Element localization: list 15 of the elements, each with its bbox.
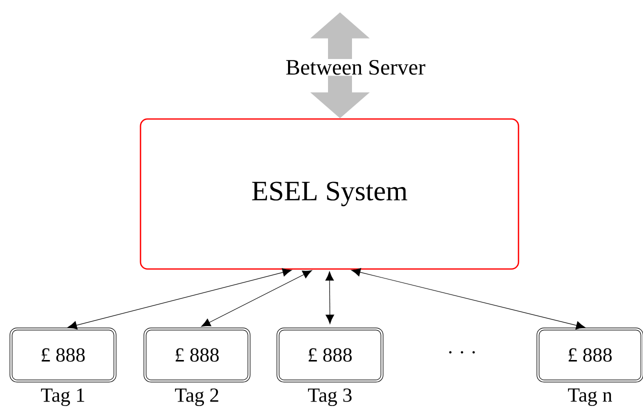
tag-label: Tag n: [568, 388, 612, 406]
edge-label: Between Server: [284, 58, 426, 76]
arrow: [201, 270, 312, 327]
price-tag-box: £ 888: [10, 328, 116, 382]
price-tag-box: £ 888: [536, 328, 643, 382]
arrow: [68, 268, 292, 330]
arrow: [351, 268, 586, 330]
price-tag-box: £ 888: [144, 328, 250, 382]
tag-label: Tag 3: [308, 388, 352, 406]
ellipsis: · · ·: [449, 351, 475, 354]
system-box: ESEL System: [140, 118, 520, 270]
tag-label: Tag 1: [41, 388, 84, 406]
price-tag-box: £ 888: [276, 328, 384, 382]
arrow: [325, 271, 334, 324]
tag-label: Tag 2: [175, 388, 218, 406]
